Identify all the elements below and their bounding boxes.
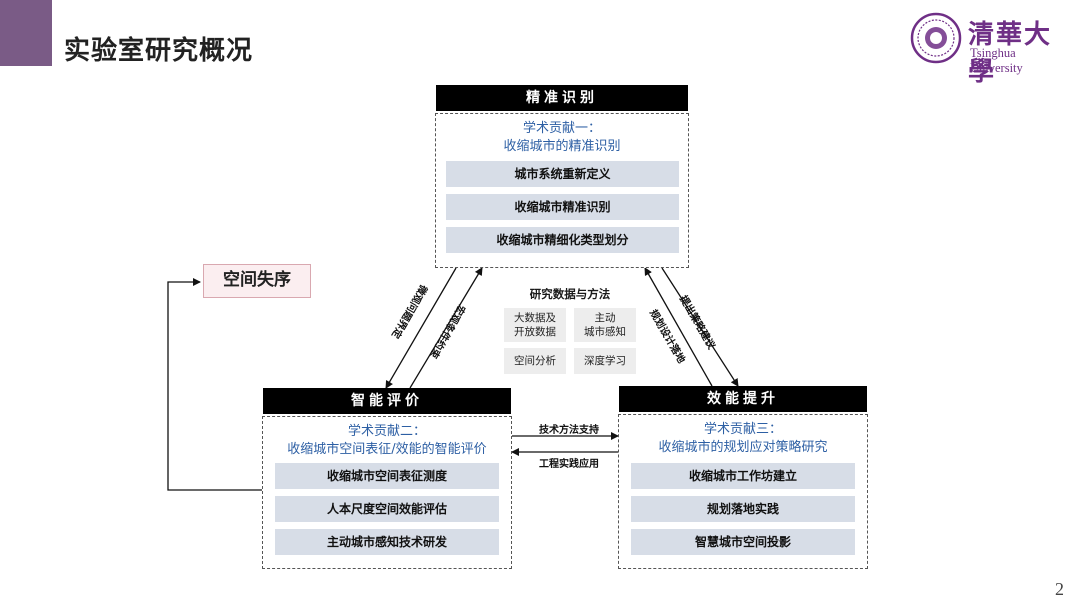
- left-box-contribution-line2: 收缩城市空间表征/效能的智能评价: [287, 442, 487, 457]
- arrow-top-to-right-inner: [661, 267, 739, 387]
- top-box-contribution-line2: 收缩城市的精准识别: [503, 139, 621, 154]
- left-box-panel: 学术贡献二： 收缩城市空间表征/效能的智能评价 收缩城市空间表征测度 人本尺度空…: [262, 416, 512, 569]
- top-box-item-2: 收缩城市精准识别: [446, 194, 679, 220]
- top-box-header: 精准识别: [436, 85, 688, 111]
- method-big-open-data: 大数据及开放数据: [504, 308, 566, 342]
- top-box-contribution-line1: 学术贡献一：: [522, 121, 601, 136]
- left-box-item-1: 收缩城市空间表征测度: [275, 463, 499, 489]
- right-box-item-1: 收缩城市工作坊建立: [631, 463, 855, 489]
- feedback-arrow-to-disorder: [167, 278, 262, 491]
- right-box-item-3: 智慧城市空间投影: [631, 529, 855, 555]
- page-number: 2: [1055, 579, 1064, 599]
- arrow-label-bottom-bottom: 工程实践应用: [539, 459, 599, 470]
- left-box-contribution-line1: 学术贡献二：: [347, 424, 426, 439]
- title-accent-bar: [0, 0, 52, 66]
- center-methods-title: 研究数据与方法: [529, 287, 611, 301]
- right-box-panel: 学术贡献三： 收缩城市的规划应对策略研究 收缩城市工作坊建立 规划落地实践 智慧…: [618, 414, 868, 569]
- arrow-left-to-top-inner: [409, 267, 483, 389]
- method-spatial-analysis: 空间分析: [504, 348, 566, 374]
- spatial-disorder-label: 空间失序: [203, 264, 311, 298]
- arrow-right-to-top-outer: [644, 267, 713, 387]
- left-box-item-3: 主动城市感知技术研发: [275, 529, 499, 555]
- logo-chinese-name: 清華大學: [968, 20, 1053, 87]
- right-box-contribution-line1: 学术贡献三：: [703, 422, 782, 437]
- method-deep-learning: 深度学习: [574, 348, 636, 374]
- arrow-top-to-left-outer: [385, 267, 457, 389]
- left-box-item-2: 人本尺度空间效能评估: [275, 496, 499, 522]
- university-seal-icon: [910, 12, 962, 64]
- left-box-header: 智能评价: [263, 388, 511, 414]
- page-title: 实验室研究概况: [64, 36, 254, 66]
- top-box-item-1: 城市系统重新定义: [446, 161, 679, 187]
- method-active-urban-sensing: 主动城市感知: [574, 308, 636, 342]
- right-box-contribution-line2: 收缩城市的规划应对策略研究: [658, 440, 828, 455]
- logo-english-name: Tsinghua University: [970, 46, 1023, 75]
- top-box-item-3: 收缩城市精细化类型划分: [446, 227, 679, 253]
- top-box-panel: 学术贡献一： 收缩城市的精准识别 城市系统重新定义 收缩城市精准识别 收缩城市精…: [435, 113, 689, 268]
- right-box-item-2: 规划落地实践: [631, 496, 855, 522]
- arrow-label-bottom-top: 技术方法支持: [539, 425, 599, 436]
- right-box-header: 效能提升: [619, 386, 867, 412]
- university-logo: 清華大學 Tsinghua University: [910, 12, 1070, 87]
